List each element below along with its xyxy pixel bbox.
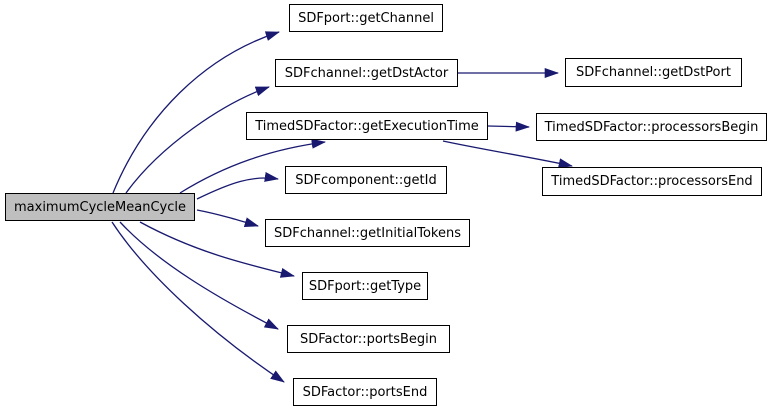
- node-sdfport-gettype[interactable]: SDFport::getType: [302, 272, 428, 300]
- node-timedsdfactor-processorsbegin[interactable]: TimedSDFactor::processorsBegin: [536, 113, 767, 141]
- node-sdfactor-portsend[interactable]: SDFactor::portsEnd: [293, 378, 437, 406]
- node-sdfchannel-getdstport[interactable]: SDFchannel::getDstPort: [565, 58, 742, 87]
- node-timedsdfactor-processorsend[interactable]: TimedSDFactor::processorsEnd: [542, 167, 762, 196]
- edge-root-to-getchannel: [112, 31, 280, 194]
- node-sdfport-getchannel[interactable]: SDFport::getChannel: [289, 4, 443, 32]
- node-sdfchannel-getinitialtokens[interactable]: SDFchannel::getInitialTokens: [265, 219, 470, 247]
- edge-root-to-portsend: [111, 221, 285, 383]
- node-maximumcyclemeancycle: maximumCycleMeanCycle: [5, 193, 195, 221]
- edge-root-to-getdstactor: [125, 86, 270, 194]
- edge-getexecutiontime-to-processorsbegin: [487, 121, 531, 132]
- node-sdfchannel-getdstactor[interactable]: SDFchannel::getDstActor: [275, 59, 458, 87]
- edge-root-to-getinitialtokens: [196, 209, 259, 227]
- node-sdfcomponent-getid[interactable]: SDFcomponent::getId: [285, 166, 447, 194]
- edge-root-to-getid: [196, 172, 279, 200]
- edge-root-to-getexecutiontime: [179, 138, 326, 194]
- node-timedsdfactor-getexecutiontime[interactable]: TimedSDFactor::getExecutionTime: [246, 112, 488, 140]
- node-sdfactor-portsbegin[interactable]: SDFactor::portsBegin: [287, 325, 450, 353]
- edge-root-to-portsbegin: [119, 221, 279, 330]
- edge-getexecutiontime-to-processorsend: [442, 140, 573, 169]
- edge-root-to-gettype: [139, 221, 295, 278]
